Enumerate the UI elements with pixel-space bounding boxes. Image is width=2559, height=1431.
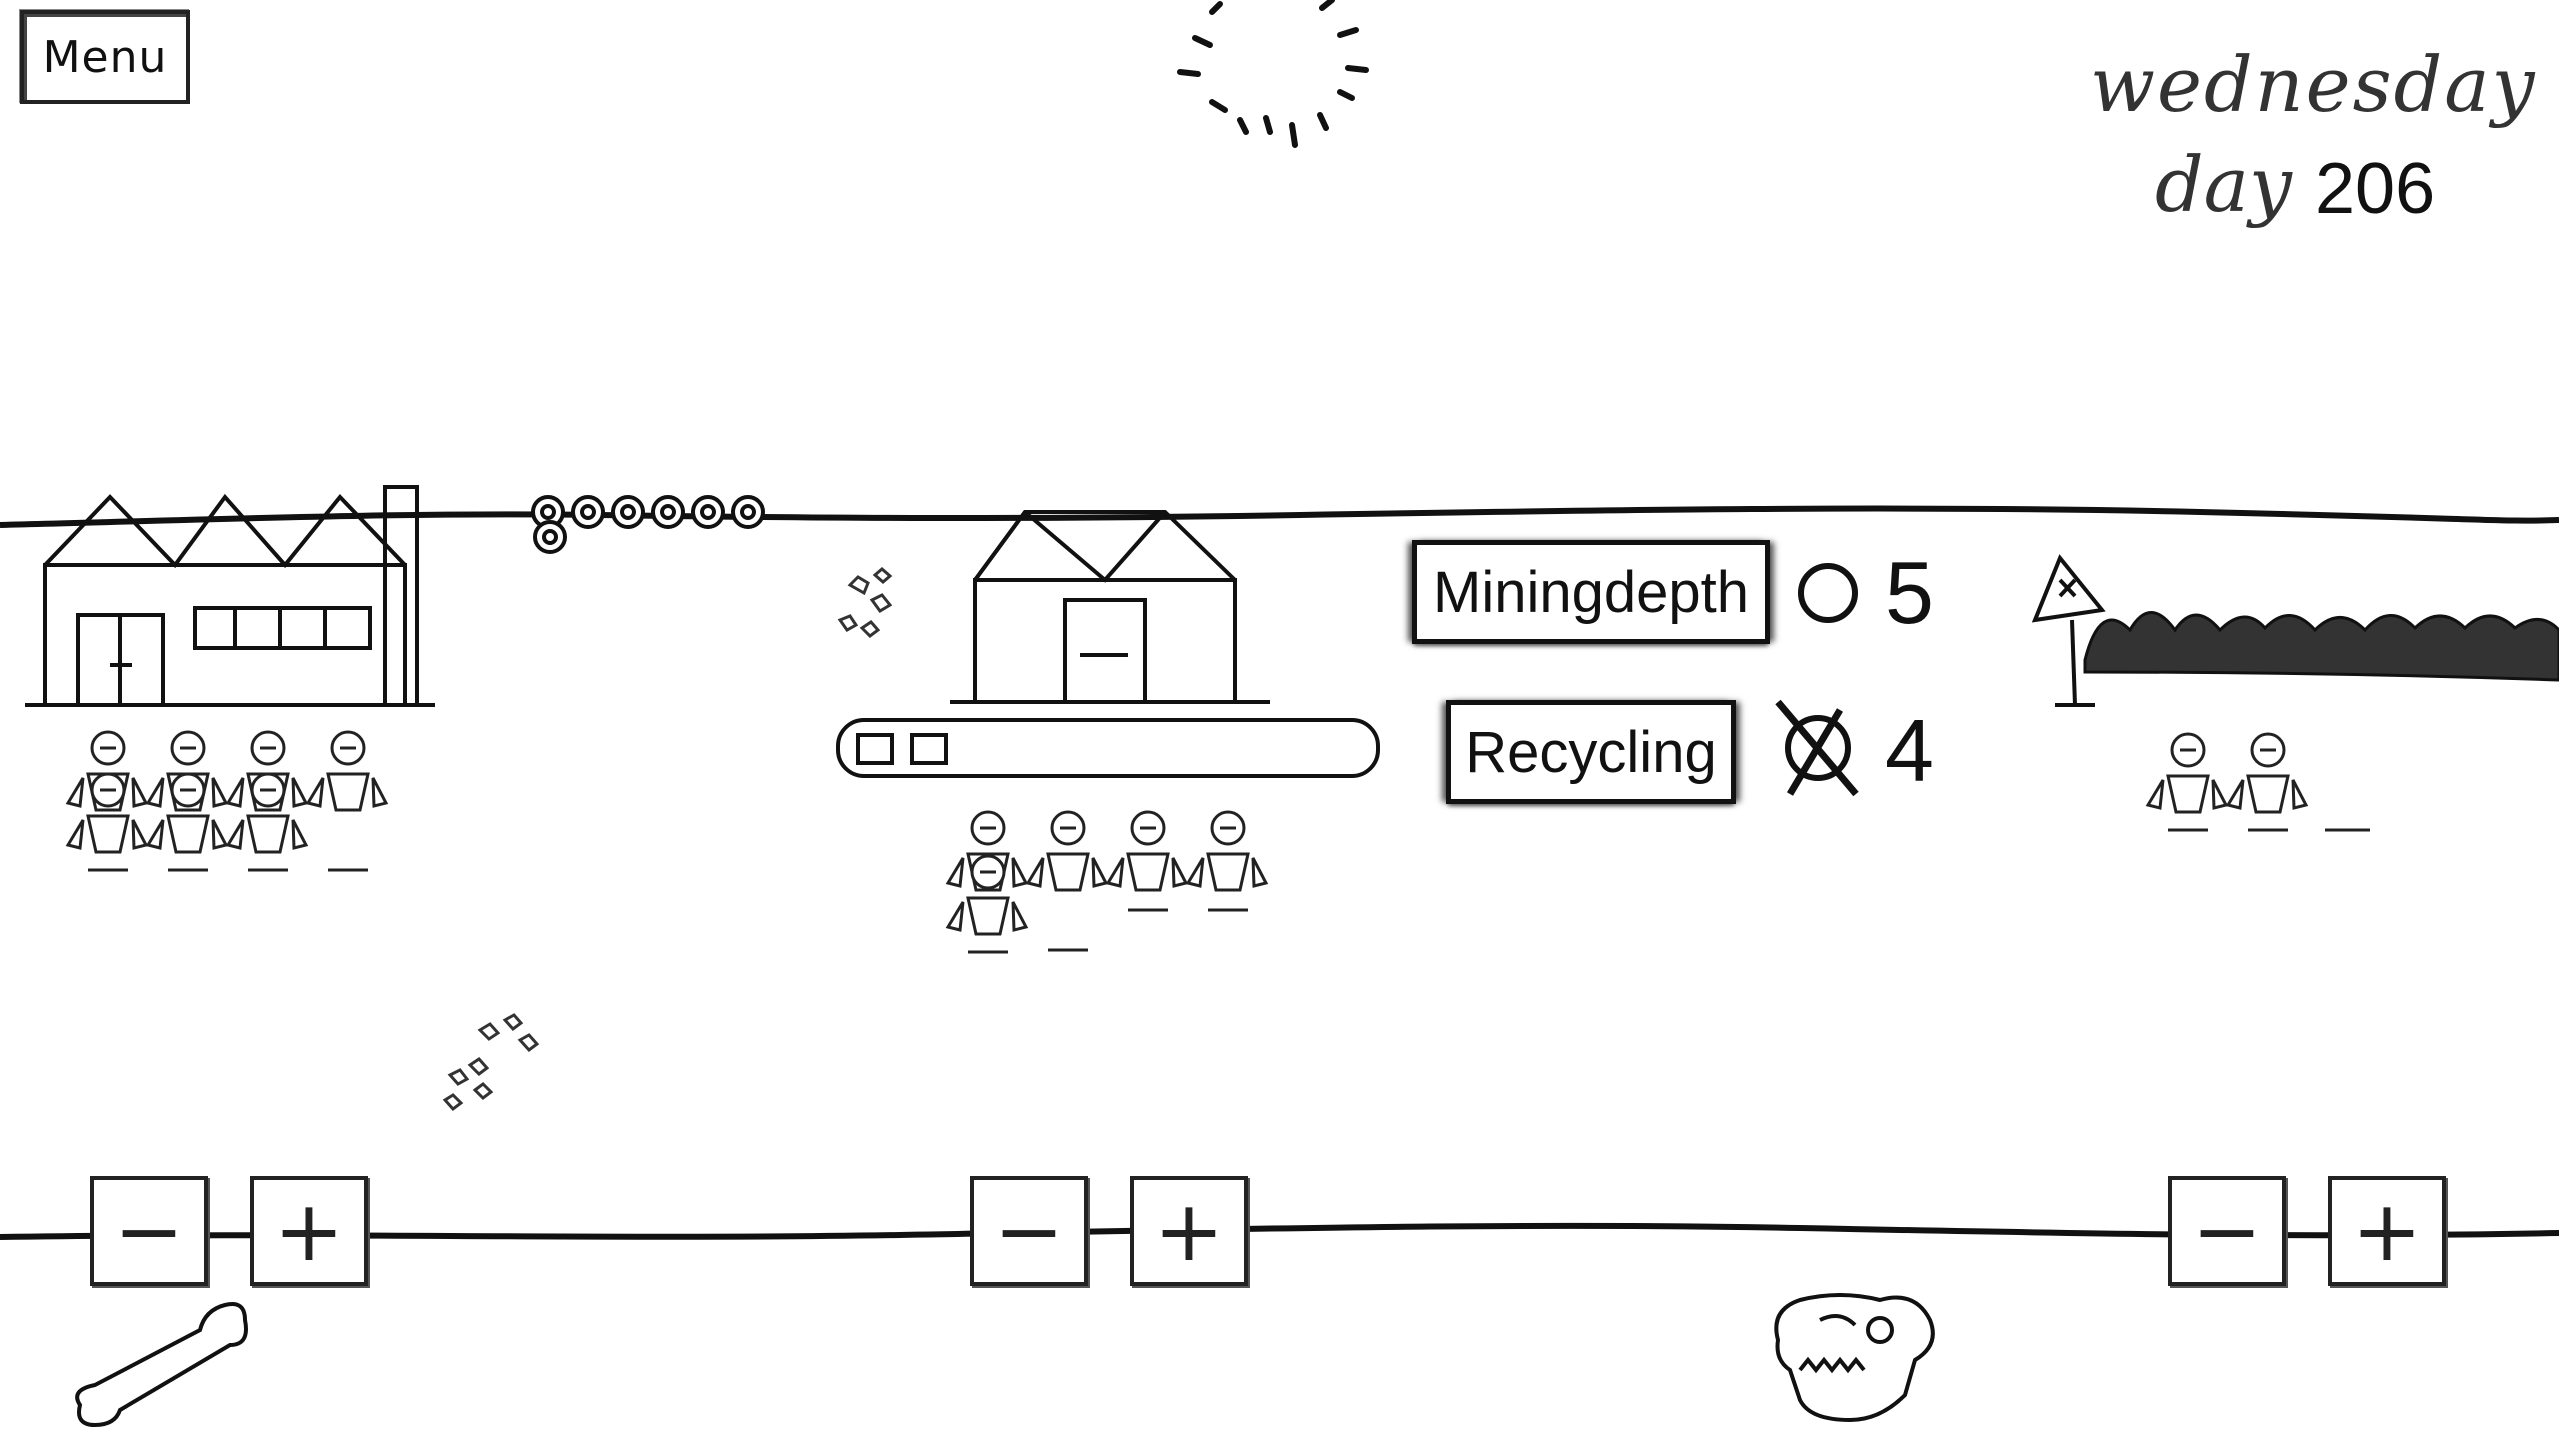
minus-icon: − (2191, 1182, 2263, 1280)
menu-button[interactable]: Menu (20, 10, 190, 104)
rubble-icon (442, 567, 893, 1112)
minus-icon: − (993, 1182, 1065, 1280)
workshop-building (950, 510, 1270, 704)
mining-depth-count: 5 (1885, 543, 1934, 642)
circle-icon (1798, 563, 1858, 623)
factory-plus-button[interactable]: + (250, 1176, 368, 1286)
ore-pile-icon (2083, 611, 2559, 682)
workshop-plus-button[interactable]: + (1130, 1176, 1248, 1286)
gears-icon (531, 495, 765, 554)
crossed-circle-icon (1775, 699, 1859, 797)
plus-icon: + (2351, 1182, 2423, 1280)
mine-minus-button[interactable]: − (2168, 1176, 2286, 1286)
factory-workers (65, 730, 389, 872)
factory-building (25, 485, 435, 707)
skull-fossil-icon (1774, 1293, 1935, 1423)
mine-workers (2145, 732, 2370, 832)
production-progress-bar (836, 718, 1380, 778)
weekday-label: wednesday (2090, 40, 2537, 129)
mining-depth-button[interactable]: Miningdepth (1412, 540, 1770, 644)
recycling-count: 4 (1885, 701, 1934, 800)
day-number: 206 (2315, 149, 2436, 229)
plus-icon: + (273, 1182, 345, 1280)
plus-icon: + (1153, 1182, 1225, 1280)
workshop-workers (945, 810, 1269, 954)
mine-sign-icon (2031, 554, 2106, 707)
mine-plus-button[interactable]: + (2328, 1176, 2446, 1286)
minus-icon: − (113, 1182, 185, 1280)
sun-icon (1177, 0, 1369, 148)
bone-fossil-icon (75, 1302, 248, 1428)
surface-ground-line (0, 505, 2559, 528)
day-label: day (2155, 140, 2292, 229)
workshop-minus-button[interactable]: − (970, 1176, 1088, 1286)
factory-minus-button[interactable]: − (90, 1176, 208, 1286)
recycling-button[interactable]: Recycling (1446, 700, 1736, 804)
